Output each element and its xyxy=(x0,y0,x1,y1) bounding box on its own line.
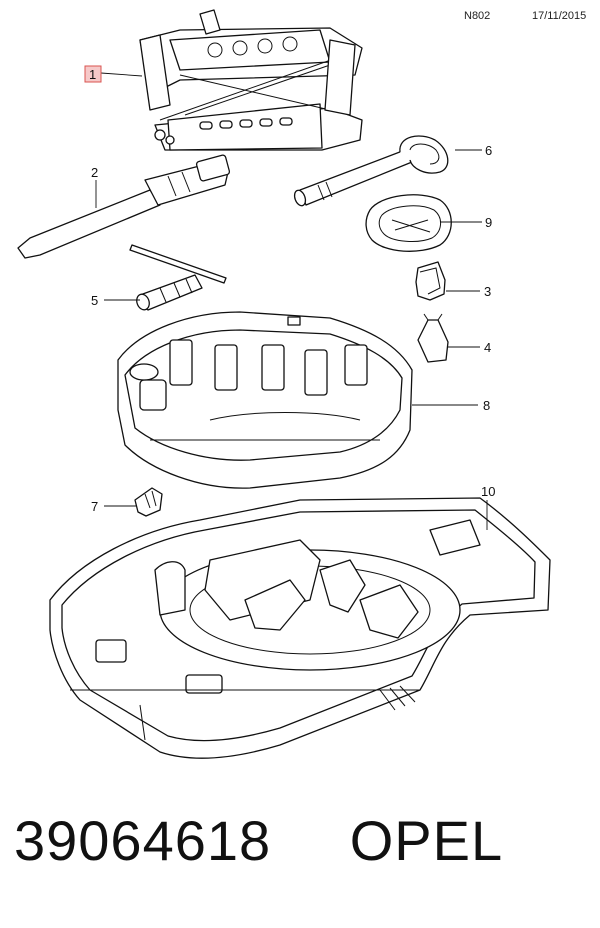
part-clip[interactable] xyxy=(134,487,163,517)
callout-5[interactable]: 5 xyxy=(91,293,98,308)
part-wheel-wrench[interactable] xyxy=(17,154,231,259)
part-towing-eye[interactable] xyxy=(293,135,449,207)
part-strap[interactable] xyxy=(365,194,452,252)
brand-name: OPEL xyxy=(349,809,504,872)
part-retaining-wire[interactable] xyxy=(417,313,449,363)
callout-3[interactable]: 3 xyxy=(484,284,491,299)
callout-1[interactable]: 1 xyxy=(89,67,96,82)
leader-lines xyxy=(95,72,488,530)
callout-7[interactable]: 7 xyxy=(91,499,98,514)
callout-4[interactable]: 4 xyxy=(484,340,491,355)
callout-9[interactable]: 9 xyxy=(485,215,492,230)
callout-8[interactable]: 8 xyxy=(483,398,490,413)
part-screwdriver[interactable] xyxy=(129,244,227,312)
footer: 39064618 OPEL xyxy=(14,808,503,873)
callout-6[interactable]: 6 xyxy=(485,143,492,158)
part-jack[interactable] xyxy=(139,9,363,151)
callout-1-highlight xyxy=(84,65,102,83)
diagram-code: N802 xyxy=(464,10,491,22)
part-jack-tray[interactable] xyxy=(117,311,413,489)
part-wire-clip[interactable] xyxy=(415,261,446,301)
callout-10[interactable]: 10 xyxy=(481,484,495,499)
callout-2[interactable]: 2 xyxy=(91,165,98,180)
diagram-date: 17/11/2015 xyxy=(532,10,587,22)
part-wheel-well-tray[interactable] xyxy=(49,497,551,759)
part-number: 39064618 xyxy=(14,809,272,872)
